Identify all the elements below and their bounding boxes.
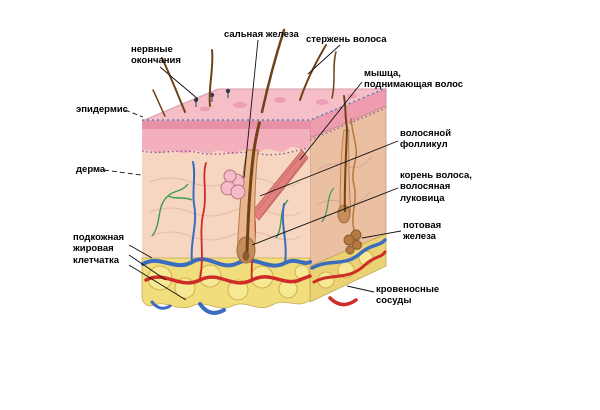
leader-hair-root bbox=[251, 187, 399, 246]
small-hair-follicle bbox=[337, 127, 351, 224]
hair-shaft bbox=[152, 28, 348, 129]
label-subcutaneous-fat: подкожная жировая клетчатка bbox=[73, 232, 125, 266]
sweat-gland bbox=[343, 117, 362, 255]
leader-derma bbox=[103, 169, 142, 176]
leader-arrector-muscle bbox=[299, 81, 363, 161]
hair-papilla bbox=[242, 251, 250, 261]
leader-subcutaneous-2 bbox=[128, 254, 167, 281]
surface-edge-dotted-line bbox=[142, 87, 387, 121]
label-blood-vessels: кровеносные сосуды bbox=[376, 284, 440, 307]
label-hair-follicle: волосяной фолликул bbox=[400, 128, 452, 151]
label-derma: дерма bbox=[76, 164, 106, 175]
nerve-ending-pins bbox=[193, 88, 231, 107]
label-hair-shaft: стержень волоса bbox=[306, 34, 387, 45]
label-sweat-gland: потовая железа bbox=[403, 220, 442, 243]
epidermis-layer bbox=[141, 121, 311, 156]
leader-sebaceous-gland bbox=[243, 39, 259, 179]
hair-root bbox=[245, 111, 264, 253]
leader-hair-shaft bbox=[307, 44, 341, 75]
blood-vessel-blue bbox=[141, 161, 387, 315]
label-epidermis: эпидермис bbox=[76, 104, 128, 115]
label-nerve-endings: нервные окончания bbox=[131, 44, 181, 67]
basement-membrane-dotted-line bbox=[309, 107, 387, 141]
sebaceous-gland bbox=[220, 169, 246, 200]
label-hair-root: корень волоса, волосяная луковица bbox=[400, 170, 472, 204]
leader-hair-follicle bbox=[259, 140, 399, 197]
leader-sweat-gland bbox=[361, 230, 402, 239]
leader-blood-vessels bbox=[346, 285, 375, 293]
leader-nerve-endings bbox=[159, 66, 199, 100]
sweat-duct bbox=[350, 117, 358, 231]
label-sebaceous-gland: сальная железа bbox=[224, 29, 299, 40]
leader-subcutaneous-1 bbox=[128, 244, 153, 259]
leader-epidermis bbox=[124, 109, 144, 118]
label-arrector-muscle: мышца, поднимающая волос bbox=[364, 68, 464, 91]
leader-subcutaneous-3 bbox=[128, 264, 187, 301]
leader-lines bbox=[103, 39, 402, 301]
